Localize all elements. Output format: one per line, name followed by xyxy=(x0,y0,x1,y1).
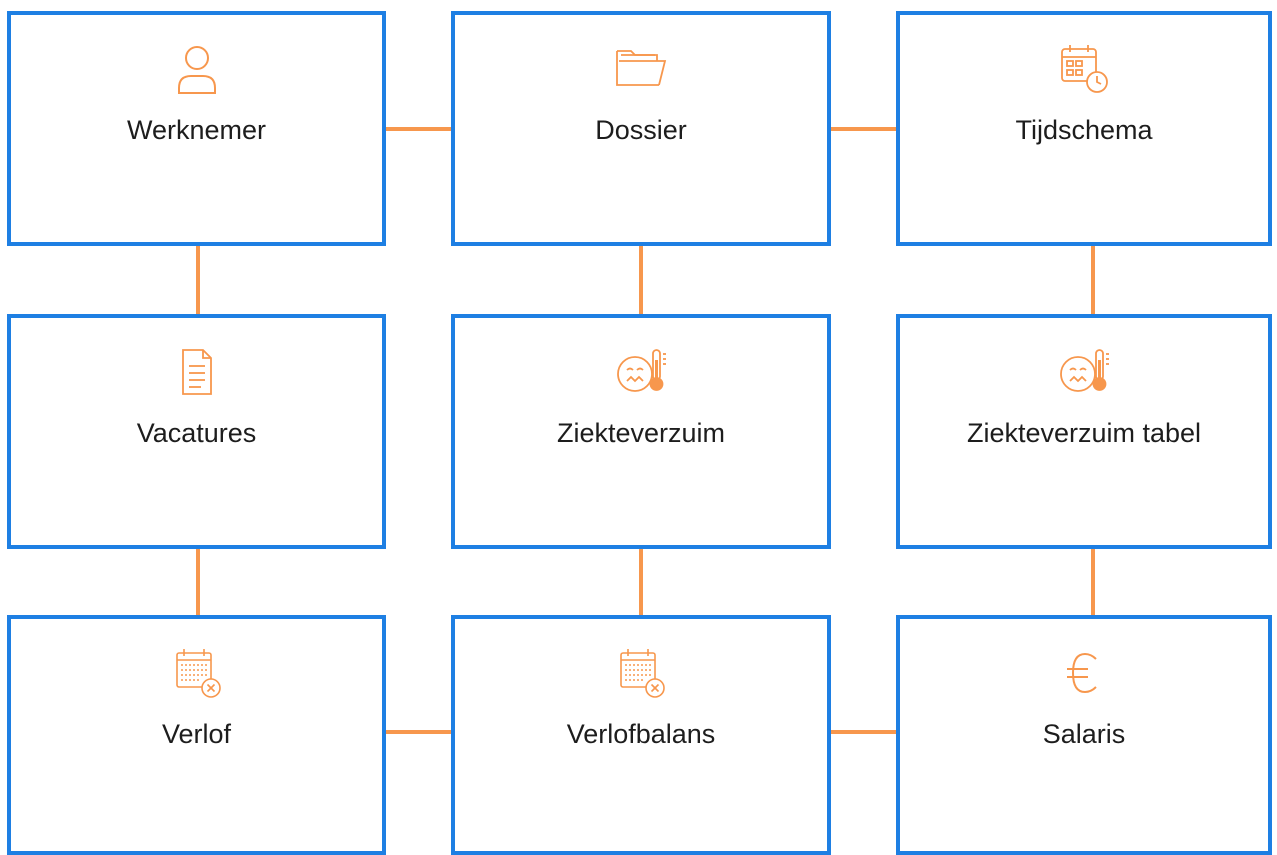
tile-label: Salaris xyxy=(1042,719,1126,749)
connector-vacatures-verlof xyxy=(196,549,200,615)
sick-thermometer-icon xyxy=(1058,346,1110,398)
tile-label: Verlofbalans xyxy=(566,719,716,749)
tile-ziekteverzuim-tabel[interactable]: Ziekteverzuim tabel xyxy=(896,314,1272,549)
tile-verlof[interactable]: Verlof xyxy=(7,615,386,855)
connector-werknemer-dossier xyxy=(386,127,451,131)
tile-vacatures[interactable]: Vacatures xyxy=(7,314,386,549)
tile-label: Ziekteverzuim tabel xyxy=(966,418,1202,448)
tile-label: Verlof xyxy=(161,719,232,749)
tile-label: Ziekteverzuim xyxy=(556,418,726,448)
euro-icon xyxy=(1058,647,1110,699)
folder-icon xyxy=(615,43,667,95)
sick-thermometer-icon xyxy=(615,346,667,398)
tile-dossier[interactable]: Dossier xyxy=(451,11,831,246)
connector-dossier-tijdschema xyxy=(831,127,896,131)
tile-verlofbalans[interactable]: Verlofbalans xyxy=(451,615,831,855)
calendar-clock-icon xyxy=(1058,43,1110,95)
tile-label: Vacatures xyxy=(136,418,257,448)
connector-werknemer-vacatures xyxy=(196,246,200,314)
tile-werknemer[interactable]: Werknemer xyxy=(7,11,386,246)
tile-label: Tijdschema xyxy=(1015,115,1153,145)
connector-ziekteverzuim-tabel-salaris xyxy=(1091,549,1095,615)
connector-tijdschema-ziekteverzuim-tabel xyxy=(1091,246,1095,314)
connector-ziekteverzuim-verlofbalans xyxy=(639,549,643,615)
connector-verlofbalans-salaris xyxy=(831,730,896,734)
tile-label: Werknemer xyxy=(126,115,267,145)
tile-tijdschema[interactable]: Tijdschema xyxy=(896,11,1272,246)
calendar-cancel-icon xyxy=(171,647,223,699)
tile-salaris[interactable]: Salaris xyxy=(896,615,1272,855)
tile-ziekteverzuim[interactable]: Ziekteverzuim xyxy=(451,314,831,549)
document-icon xyxy=(171,346,223,398)
connector-dossier-ziekteverzuim xyxy=(639,246,643,314)
user-icon xyxy=(171,43,223,95)
connector-verlof-verlofbalans xyxy=(386,730,451,734)
calendar-cancel-icon xyxy=(615,647,667,699)
tile-label: Dossier xyxy=(595,115,687,145)
